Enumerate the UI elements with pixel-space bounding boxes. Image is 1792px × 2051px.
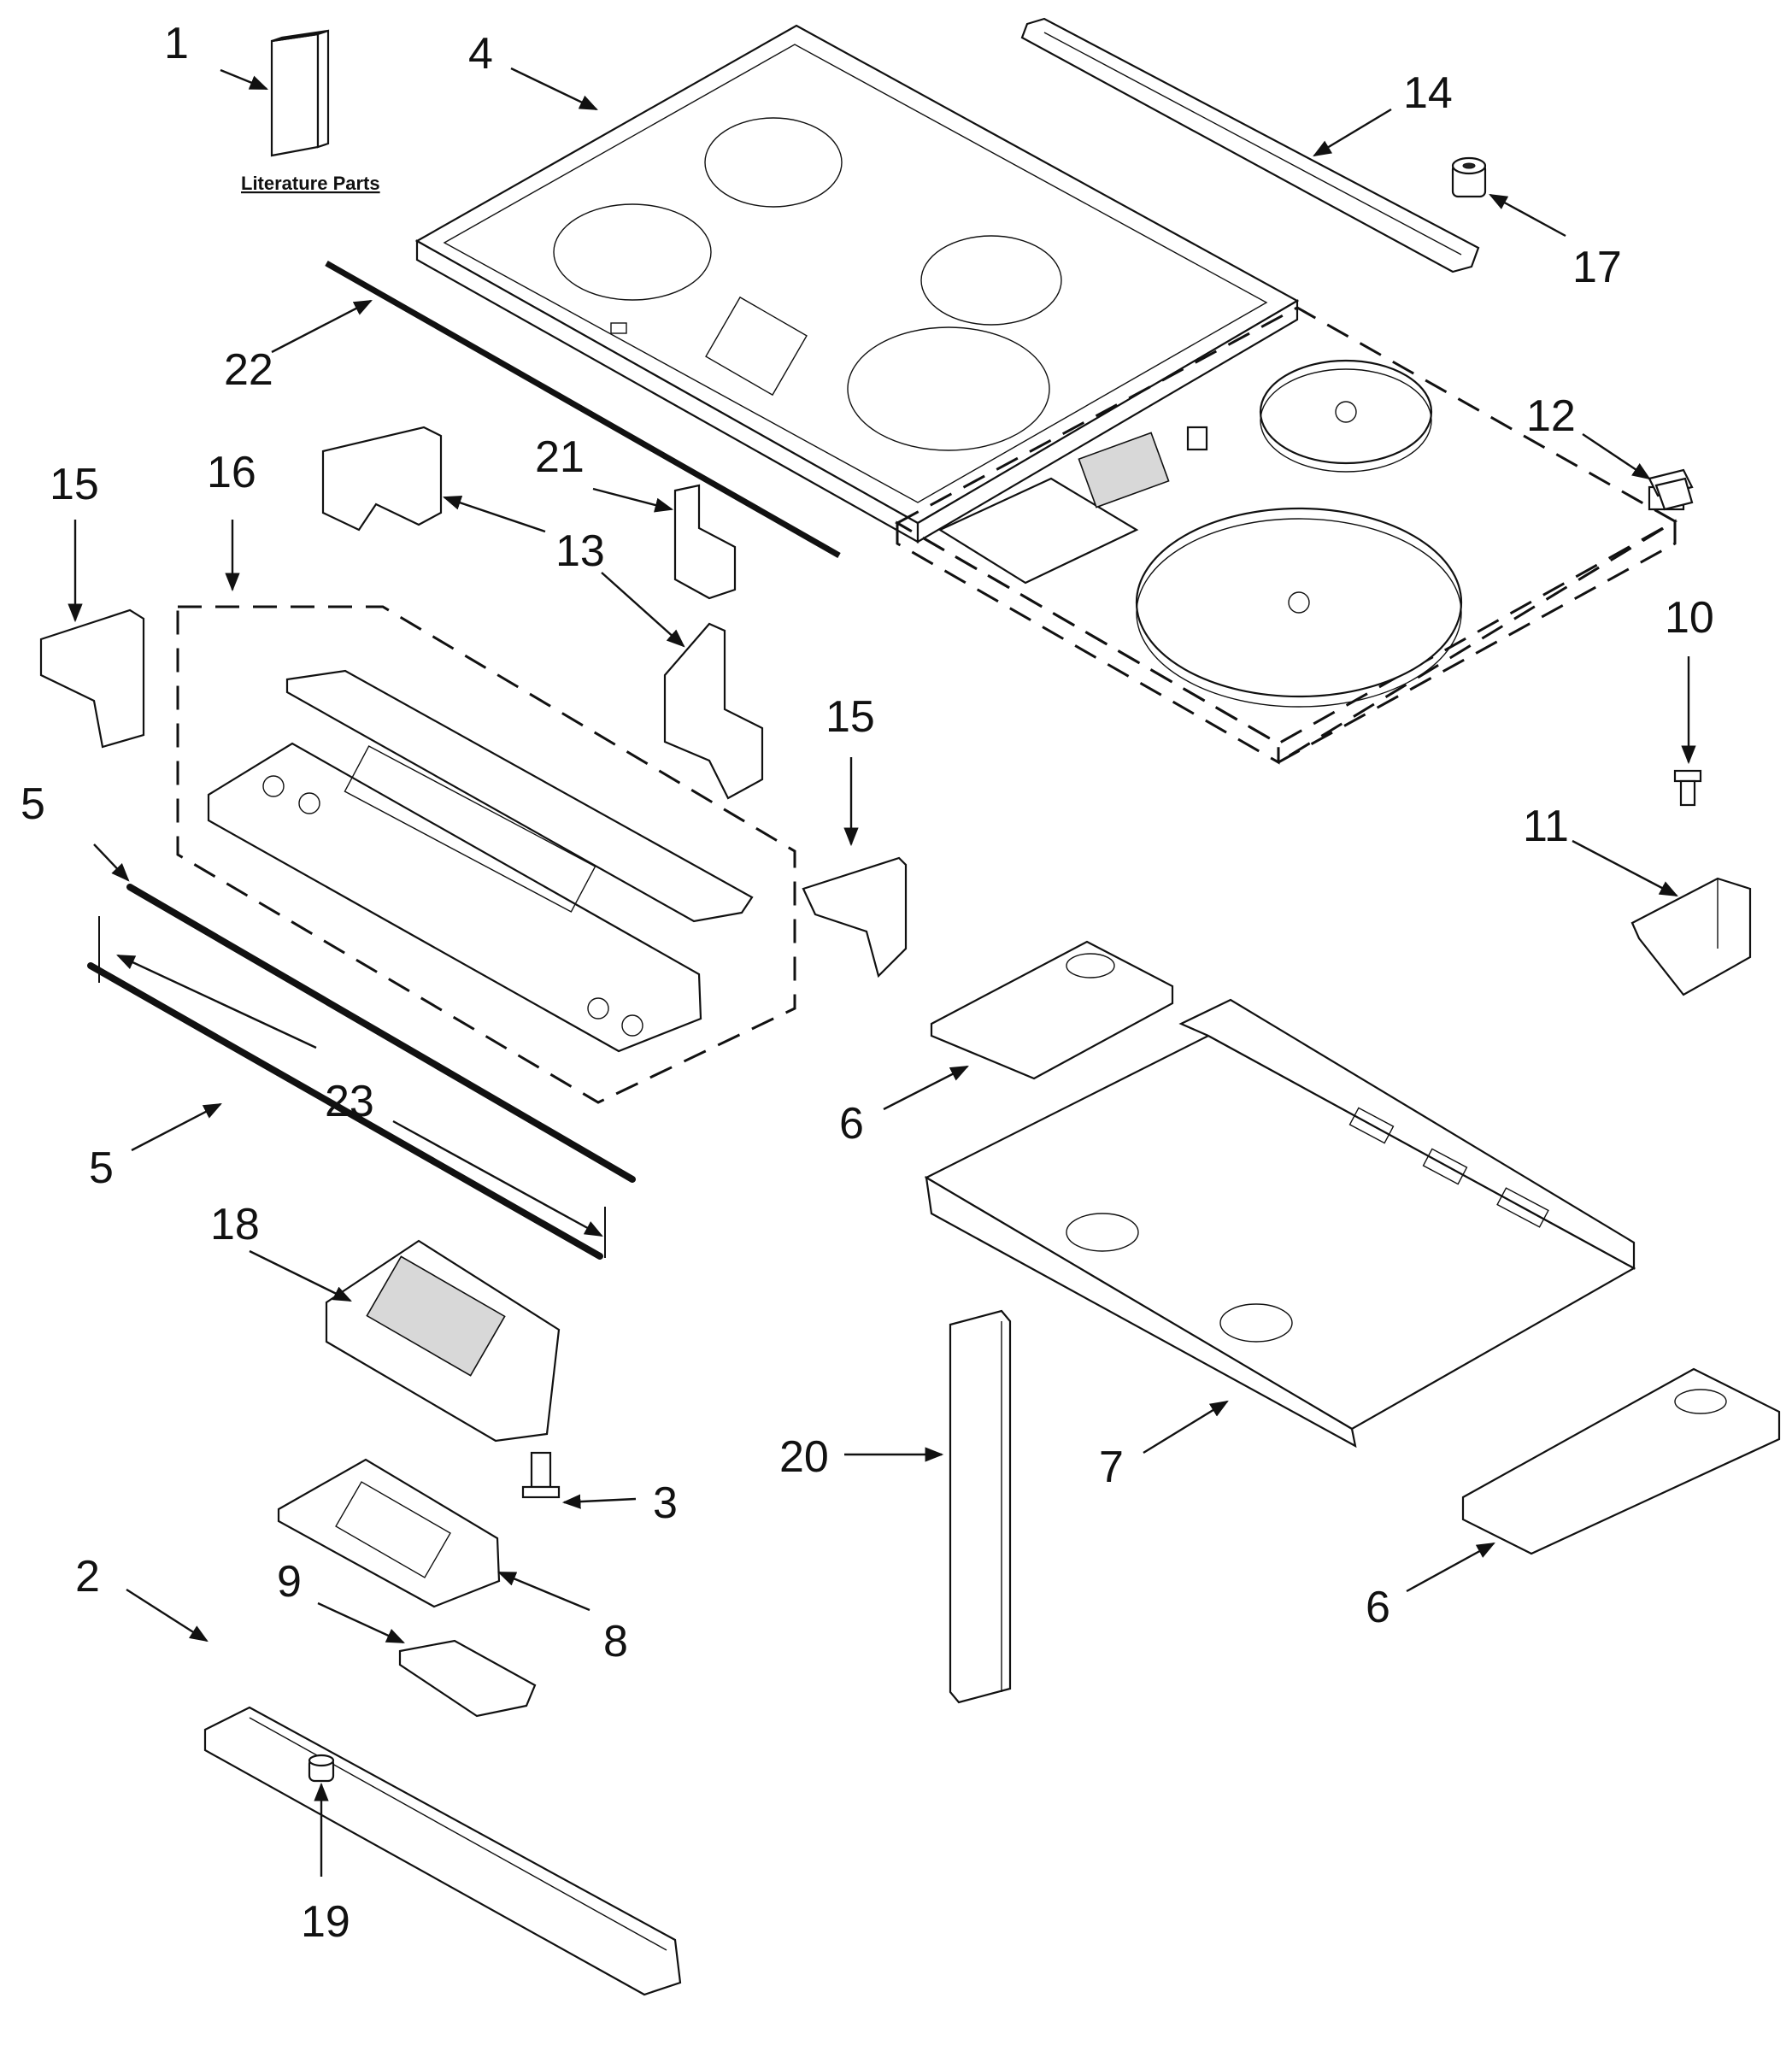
callout-8: 8 [603,1617,628,1666]
cooktop-seal-strip[interactable] [325,260,841,559]
knob-foot-part[interactable] [308,1754,335,1783]
callout-9: 9 [277,1557,302,1607]
callout-16: 16 [207,448,256,497]
element-tray-assembly[interactable] [894,306,1694,765]
callout-13: 13 [555,526,605,576]
end-bracket-right[interactable] [802,856,908,978]
screw-part[interactable] [1673,769,1702,807]
literature-parts-booklet[interactable] [270,29,330,157]
callout-17: 17 [1572,243,1622,292]
callout-5-lower: 5 [89,1143,114,1193]
callout-18: 18 [210,1200,260,1249]
end-bracket-left[interactable] [39,608,145,749]
literature-parts-label: Literature Parts [241,173,380,194]
callout-4: 4 [468,29,493,79]
cooktop-glass-part[interactable] [414,24,1300,544]
control-bracket-right[interactable] [663,622,764,800]
control-mounting-plate[interactable] [277,1458,501,1608]
trim-strip-lower[interactable] [87,962,603,1260]
callout-7: 7 [1099,1443,1124,1492]
side-bracket-part[interactable] [1630,877,1752,996]
callout-15-right: 15 [825,692,875,742]
callout-12: 12 [1526,391,1576,441]
callout-6-lower: 6 [1366,1583,1390,1632]
callout-6-upper: 6 [839,1099,864,1149]
board-mounting-screw[interactable] [521,1451,561,1499]
front-trim-part[interactable] [203,1706,682,1996]
base-chassis-part[interactable] [924,998,1636,1449]
filler-panel-part[interactable] [949,1309,1012,1704]
callout-5-upper: 5 [21,779,45,829]
spacer-part[interactable] [1451,156,1487,198]
callout-11: 11 [1523,802,1569,851]
small-support-bracket[interactable] [398,1639,537,1718]
callout-1: 1 [164,19,189,68]
burner-cover-lower[interactable] [1461,1367,1781,1555]
mounting-bracket-part[interactable] [673,484,737,600]
burner-cover-upper[interactable] [930,940,1174,1080]
callout-15-left: 15 [50,460,99,509]
callout-21: 21 [535,432,585,482]
callout-22: 22 [224,345,273,395]
control-panel-assembly[interactable] [176,605,796,1104]
callout-2: 2 [75,1552,100,1601]
callout-20: 20 [779,1432,829,1482]
control-bracket-left[interactable] [321,426,443,532]
callout-10: 10 [1665,593,1714,643]
clip-part[interactable] [1654,477,1694,511]
callout-19: 19 [301,1897,350,1947]
trim-strip-upper[interactable] [126,884,636,1183]
callout-3: 3 [653,1478,678,1528]
callout-14: 14 [1403,68,1453,118]
electronic-control-board[interactable] [325,1239,561,1443]
callout-23: 23 [325,1077,374,1126]
callout-arrows [68,67,1696,1877]
rear-vent-trim[interactable] [1020,17,1480,273]
